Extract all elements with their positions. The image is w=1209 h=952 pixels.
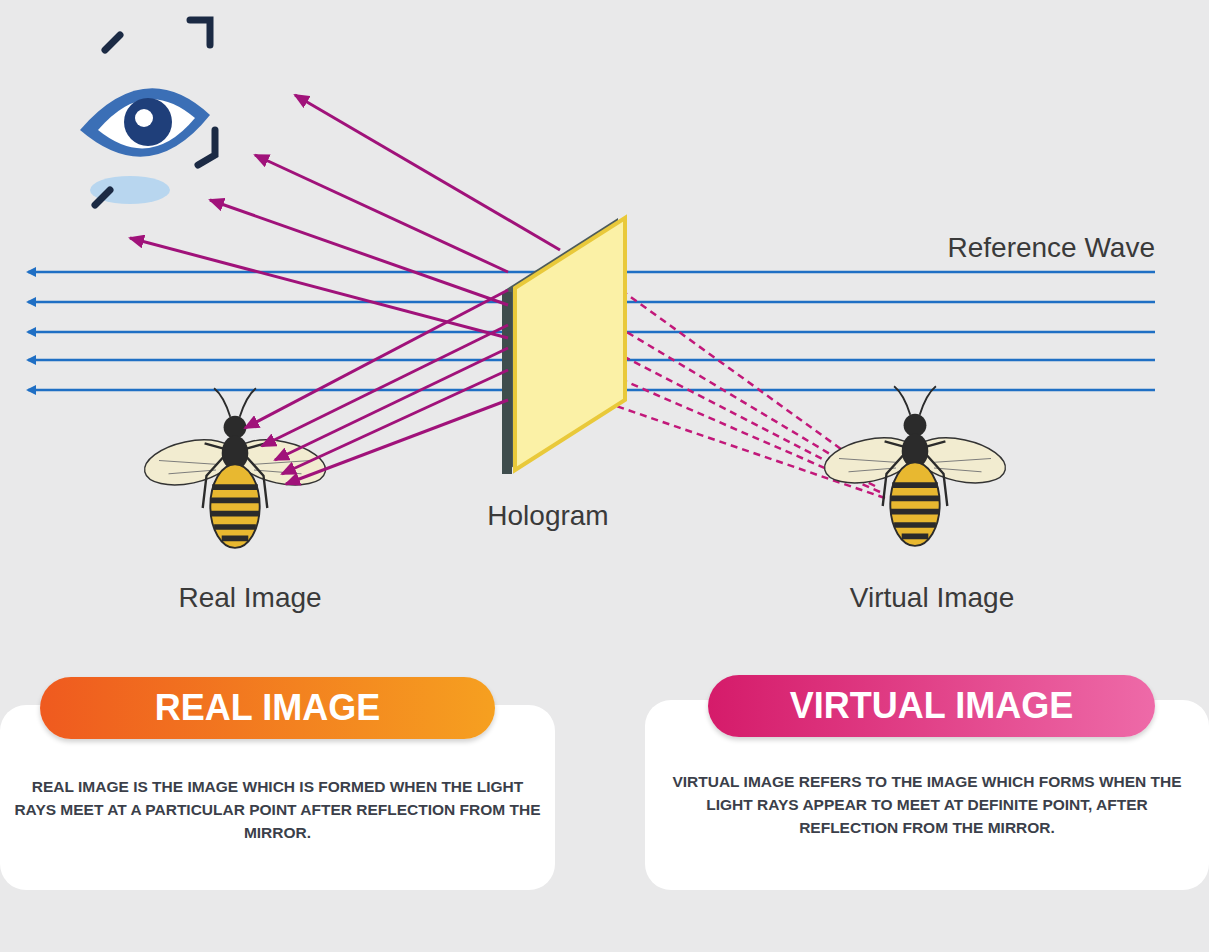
definition-text: REAL IMAGE IS THE IMAGE WHICH IS FORMED … (14, 775, 541, 844)
figure-label: Reference Wave (948, 232, 1156, 264)
definition-text: VIRTUAL IMAGE REFERS TO THE IMAGE WHICH … (659, 770, 1195, 839)
figure-label: Real Image (178, 582, 321, 614)
definition-card: REAL IMAGEREAL IMAGE IS THE IMAGE WHICH … (0, 705, 555, 890)
definition-card: VIRTUAL IMAGEVIRTUAL IMAGE REFERS TO THE… (645, 700, 1209, 890)
figure-label: Hologram (487, 500, 608, 532)
header-pill: VIRTUAL IMAGE (708, 675, 1155, 737)
figure-label: Virtual Image (850, 582, 1014, 614)
header-pill: REAL IMAGE (40, 677, 495, 739)
